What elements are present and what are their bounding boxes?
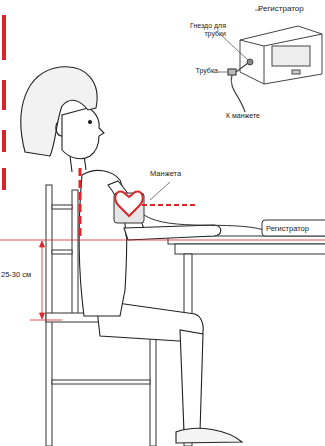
tube-part (236, 63, 248, 72)
woman-part (176, 428, 242, 443)
dimension-part (30, 320, 62, 321)
recorder-device-top-part (264, 34, 322, 84)
table-part (175, 244, 325, 254)
woman-part (180, 330, 203, 432)
red-edge-marks-part (2, 130, 6, 152)
dimension-part (40, 313, 45, 319)
recorder-device-top-part (240, 40, 264, 46)
red-edge-marks-part (2, 80, 6, 110)
dimension-label: 25-30 см (1, 271, 41, 279)
woman-part (56, 122, 62, 136)
red-edge-marks-part (2, 168, 6, 190)
leader-lines-part (218, 72, 228, 73)
heart-level-marks-part (142, 204, 196, 206)
leader-lines-part (222, 36, 248, 60)
callout-label: Гнездо для трубки (176, 22, 226, 37)
callout-label: Манжета (150, 170, 195, 178)
tube (228, 63, 248, 112)
chair-part (150, 322, 156, 446)
heart-level-marks (80, 168, 196, 240)
woman-part (21, 67, 97, 156)
recorder-device-top-part (292, 70, 300, 74)
red-edge-marks (2, 15, 6, 190)
recorder-device-table-part (262, 220, 325, 236)
callout-label: К манжете (226, 112, 286, 120)
recorder-device-table (262, 220, 325, 236)
chair-part (52, 380, 150, 384)
dimension-part (42, 243, 43, 317)
tube-part (231, 75, 245, 112)
dimension (0, 240, 325, 320)
tube-part (228, 69, 236, 75)
dimension-part (40, 241, 45, 247)
chair-part (52, 250, 72, 254)
woman-part (62, 108, 104, 159)
callout-label: Регистратор (266, 225, 324, 233)
leader-lines-part (150, 182, 170, 200)
chair-part (52, 205, 72, 209)
recorder-device-top-part (272, 46, 310, 66)
recorder-device-top (240, 26, 322, 84)
callout-label: Трубка (186, 67, 218, 75)
heart-level-marks-part (115, 191, 142, 216)
leader-lines (150, 10, 262, 200)
cuff-part (144, 215, 264, 230)
dimension-part (0, 240, 325, 241)
table (168, 236, 325, 446)
woman-part (124, 225, 221, 240)
chair-part (72, 190, 78, 318)
recorder-device-top-part (240, 26, 322, 84)
woman-part (89, 121, 92, 124)
heart-level-marks-part (79, 168, 82, 240)
woman (21, 67, 242, 443)
callout-label: Регистратор (258, 5, 324, 14)
red-edge-marks-part (2, 15, 6, 60)
